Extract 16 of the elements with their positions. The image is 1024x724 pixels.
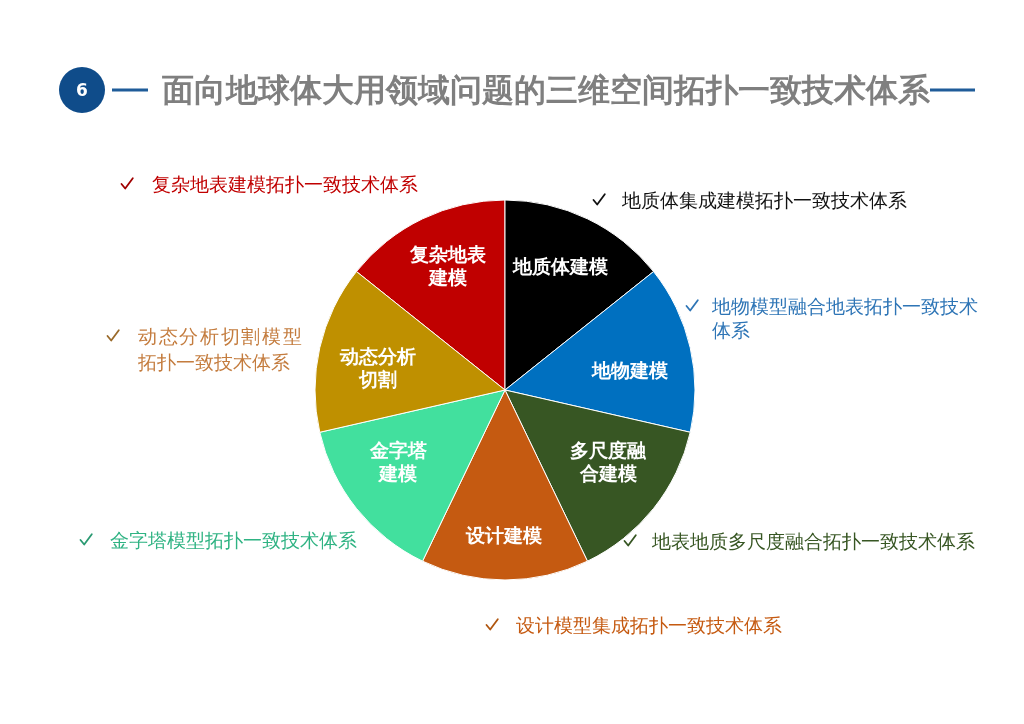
slice-label: 复杂地表建模 [409,243,487,289]
slice-label: 设计建模 [465,523,543,547]
slice-label: 多尺度融合建模 [569,439,647,485]
slice-caption: 复杂地表建模拓扑一致技术体系 [152,172,418,196]
slice-label: 金字塔建模 [368,439,428,485]
slice-caption: 金字塔模型拓扑一致技术体系 [110,528,357,552]
slice-caption: 地表地质多尺度融合拓扑一致技术体系 [652,529,975,553]
slice-caption: 动态分析切割模型拓扑一致技术体系 [138,324,302,375]
slice-caption: 地质体集成建模拓扑一致技术体系 [622,188,907,212]
slice-label: 地物建模 [591,358,669,382]
title: 面向地球体大用领域问题的三维空间拓扑一致技术体系 [162,71,930,110]
slice-caption: 设计模型集成拓扑一致技术体系 [516,613,782,637]
slice-caption: 地物模型融合地表拓扑一致技术体系 [712,294,979,342]
number-badge: 6 [59,67,105,113]
slice-label: 动态分析切割 [339,345,417,391]
slice-label: 地质体建模 [511,254,609,278]
